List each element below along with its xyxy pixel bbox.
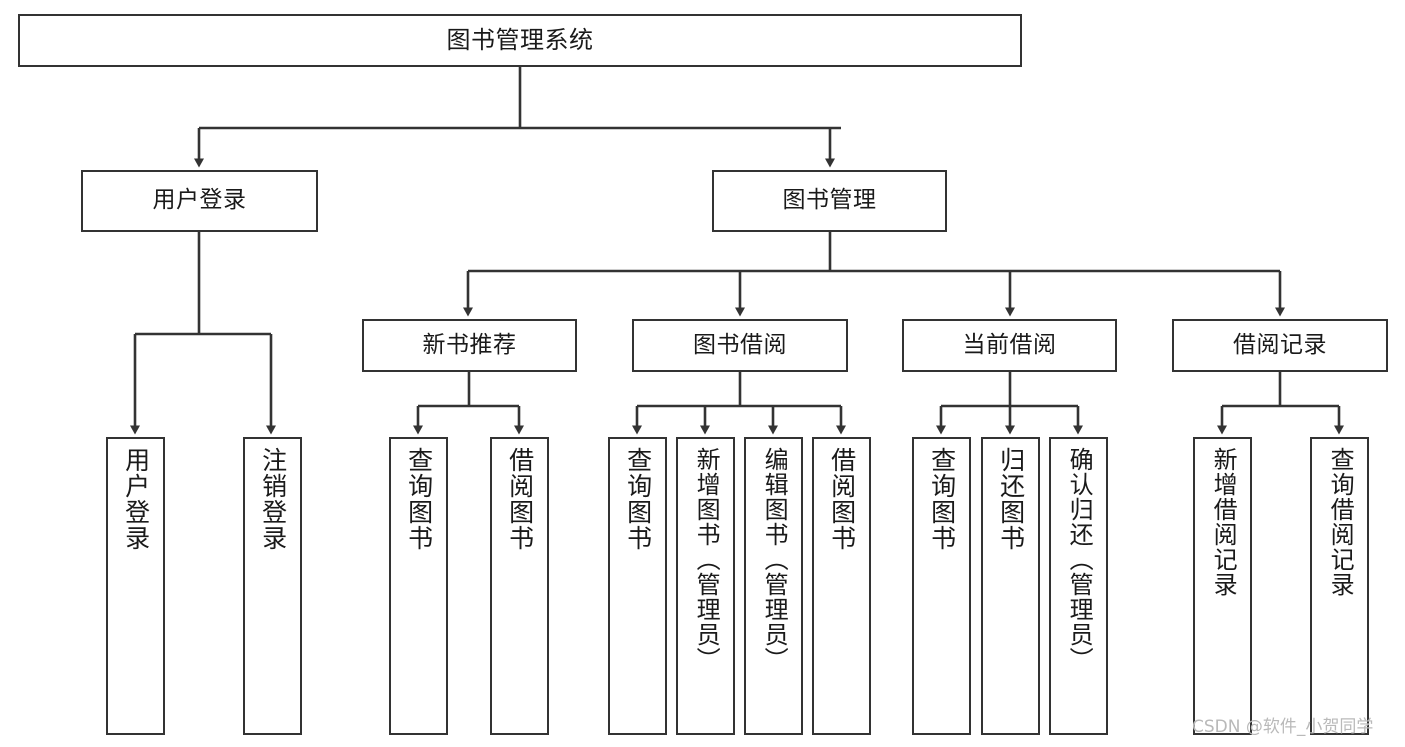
- leaf-record-query-record[interactable]: 查询借阅记录: [1310, 437, 1369, 735]
- node-label: 确认归还（管理员）: [1065, 447, 1094, 672]
- leaf-borrow-query-book[interactable]: 查询图书: [608, 437, 667, 735]
- node-label: 注销登录: [258, 447, 288, 551]
- node-label: 新增借阅记录: [1209, 447, 1238, 597]
- node-label: 新增图书（管理员）: [692, 447, 721, 672]
- node-label: 查询图书: [404, 447, 434, 551]
- node-label: 用户登录: [152, 187, 247, 214]
- node-label: 编辑图书（管理员）: [760, 447, 789, 672]
- node-book-borrow[interactable]: 图书借阅: [632, 319, 848, 372]
- leaf-current-query-book[interactable]: 查询图书: [912, 437, 971, 735]
- node-label: 图书管理: [782, 187, 877, 214]
- leaf-current-confirm-return-admin[interactable]: 确认归还（管理员）: [1049, 437, 1108, 735]
- leaf-new-book-query[interactable]: 查询图书: [389, 437, 448, 735]
- node-user-login[interactable]: 用户登录: [81, 170, 318, 232]
- node-label: 归还图书: [996, 447, 1026, 551]
- node-borrow-record[interactable]: 借阅记录: [1172, 319, 1388, 372]
- leaf-borrow-borrow-book[interactable]: 借阅图书: [812, 437, 871, 735]
- leaf-borrow-edit-book-admin[interactable]: 编辑图书（管理员）: [744, 437, 803, 735]
- node-label: 新书推荐: [422, 331, 517, 358]
- leaf-current-return-book[interactable]: 归还图书: [981, 437, 1040, 735]
- leaf-user-login-logout[interactable]: 注销登录: [243, 437, 302, 735]
- node-label: 用户登录: [121, 447, 151, 551]
- leaf-user-login-login[interactable]: 用户登录: [106, 437, 165, 735]
- node-current-borrow[interactable]: 当前借阅: [902, 319, 1117, 372]
- node-label: 借阅记录: [1233, 331, 1327, 358]
- node-label: 借阅图书: [827, 447, 857, 551]
- watermark-text: CSDN @软件_小贺同学: [1192, 717, 1374, 737]
- node-label: 查询借阅记录: [1326, 447, 1355, 597]
- node-label: 图书借阅: [693, 331, 787, 358]
- leaf-borrow-add-book-admin[interactable]: 新增图书（管理员）: [676, 437, 735, 735]
- leaf-new-book-borrow[interactable]: 借阅图书: [490, 437, 549, 735]
- leaf-record-add-record[interactable]: 新增借阅记录: [1193, 437, 1252, 735]
- node-label: 当前借阅: [962, 331, 1057, 358]
- node-label: 查询图书: [927, 447, 957, 551]
- node-label: 图书管理系统: [446, 26, 594, 55]
- node-label: 查询图书: [623, 447, 653, 551]
- node-book-management[interactable]: 图书管理: [712, 170, 947, 232]
- node-label: 借阅图书: [505, 447, 535, 551]
- node-new-book-recommend[interactable]: 新书推荐: [362, 319, 577, 372]
- node-root-system[interactable]: 图书管理系统: [18, 14, 1022, 67]
